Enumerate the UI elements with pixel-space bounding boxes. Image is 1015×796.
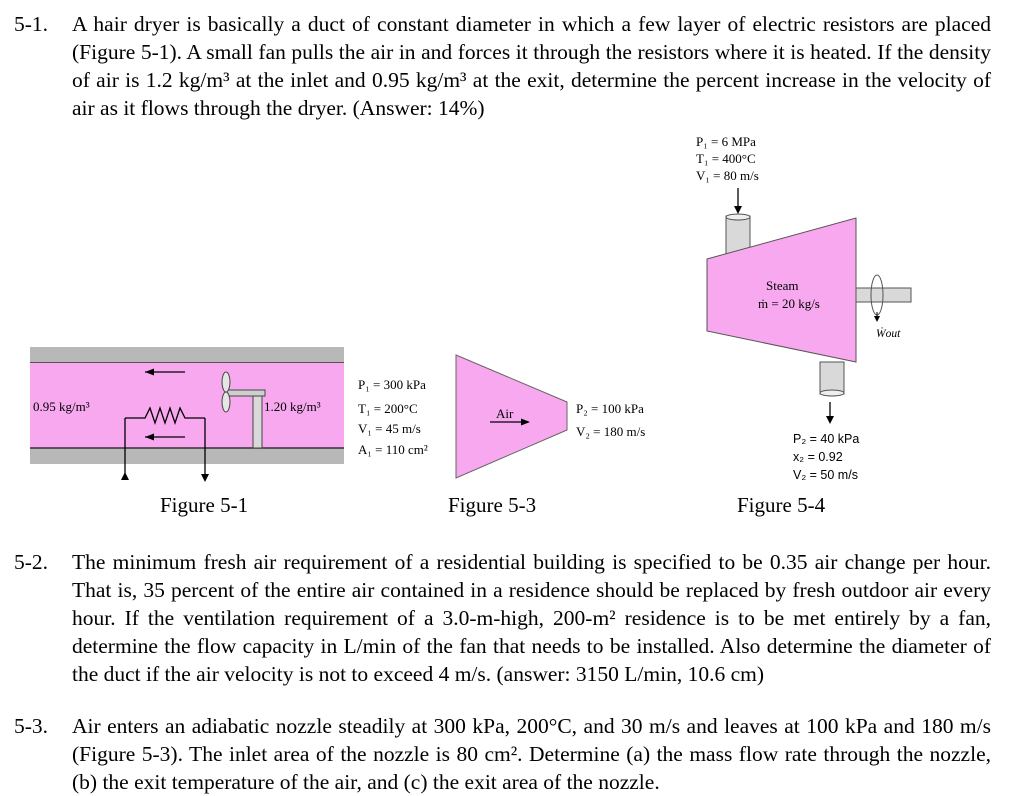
problem-text: The minimum fresh air requirement of a r…	[72, 550, 991, 686]
exit-pipe	[819, 361, 845, 395]
turbine-exit-quality: x₂ = 0.92	[793, 450, 843, 464]
fan-icon	[221, 371, 231, 393]
duct-top-wall	[30, 347, 344, 363]
nozzle-inlet-temperature: T₁ = 200°C	[358, 401, 418, 416]
nozzle-exit-pressure: P₂ = 100 kPa	[576, 401, 644, 416]
turbine-inlet-temperature: T₁ = 400°C	[696, 151, 756, 166]
turbine-body	[706, 217, 857, 363]
duct-bottom-wall	[30, 448, 344, 464]
problem-text: Air enters an adiabatic nozzle steadily …	[72, 714, 991, 794]
turbine-steam-label: Steam	[766, 278, 799, 293]
turbine-inlet-velocity: V₁ = 80 m/s	[696, 168, 759, 183]
figure-5-1-drawing	[30, 347, 344, 482]
nozzle-inlet-velocity: V₁ = 45 m/s	[358, 421, 421, 436]
nozzle-inlet-area: A₁ = 110 cm²	[358, 442, 428, 457]
turbine-work-label: Ẇout	[876, 328, 901, 340]
figure-5-3-caption: Figure 5-3	[448, 493, 537, 517]
nozzle-inlet-pressure: P₁ = 300 kPa	[358, 377, 426, 392]
problem-number: 5-1.	[14, 12, 49, 36]
turbine-inlet-pressure: P₁ = 6 MPa	[696, 134, 756, 149]
figure-5-1-caption: Figure 5-1	[160, 493, 249, 517]
nozzle-air-label: Air	[496, 406, 514, 421]
nozzle-exit-velocity: V₂ = 180 m/s	[576, 424, 646, 439]
duct-interior	[30, 363, 344, 448]
inlet-density-label: 1.20 kg/m³	[264, 399, 321, 414]
fan-stand	[252, 393, 263, 449]
turbine-mass-flow: ṁ = 20 kg/s	[758, 296, 820, 311]
exit-density-label: 0.95 kg/m³	[33, 399, 90, 414]
figure-5-4-drawing	[706, 188, 912, 424]
figure-5-4-caption: Figure 5-4	[737, 493, 826, 517]
turbine-exit-velocity: V₂ = 50 m/s	[793, 468, 858, 482]
problem-number: 5-3.	[14, 714, 49, 738]
resistor-icon	[125, 405, 205, 426]
nozzle-body	[455, 354, 568, 479]
problem-number: 5-2.	[14, 550, 49, 574]
turbine-exit-pressure: P₂ = 40 kPa	[793, 432, 860, 446]
problem-text: A hair dryer is basically a duct of cons…	[72, 12, 991, 120]
figure-5-3-drawing	[455, 354, 568, 479]
